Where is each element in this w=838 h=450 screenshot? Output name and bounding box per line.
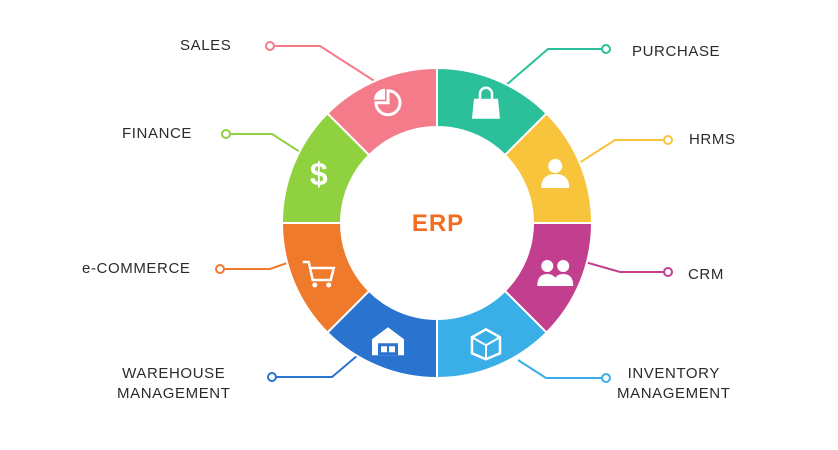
module-label-inventory: INVENTORY MANAGEMENT — [617, 365, 731, 402]
connector-sales — [270, 45, 377, 83]
box-icon — [470, 327, 502, 361]
connector-dot-warehouse — [267, 372, 277, 382]
center-hub — [341, 127, 533, 319]
module-label-finance: FINANCE — [122, 125, 193, 142]
center-title: ERP — [411, 210, 465, 237]
module-icons: $ — [302, 86, 574, 361]
puzzle-knob — [509, 314, 532, 337]
puzzle-knob — [412, 343, 435, 366]
connector-dot-hrms — [663, 135, 673, 145]
dollar-icon: $ — [310, 156, 328, 192]
svg-text:$: $ — [310, 156, 328, 192]
puzzle-knob — [323, 295, 346, 318]
pie-chart-icon — [374, 88, 402, 117]
connector-warehouse — [272, 354, 359, 378]
people-icon — [537, 259, 574, 286]
connector-inventory — [517, 359, 606, 379]
connector-hrms — [564, 139, 668, 173]
puzzle-knob — [344, 110, 367, 133]
person-icon — [541, 159, 570, 189]
puzzle-knob — [302, 199, 325, 222]
module-label-sales: SALES — [180, 37, 232, 54]
puzzle-knob — [438, 94, 461, 117]
connector-lines — [215, 41, 673, 383]
connector-purchase — [504, 48, 606, 87]
connector-dot-ecommerce — [215, 264, 225, 274]
module-label-purchase: PURCHASE — [632, 43, 721, 60]
module-label-hrms: HRMS — [689, 131, 736, 148]
connector-ecommerce — [220, 261, 291, 270]
module-label-ecommerce: e-COMMERCE — [82, 260, 191, 277]
shopping-cart-icon — [302, 260, 336, 288]
puzzle-knob — [525, 131, 548, 154]
module-label-warehouse: WAREHOUSE MANAGEMENT — [117, 365, 231, 402]
connector-finance — [226, 133, 301, 153]
connector-dot-inventory — [601, 373, 611, 383]
connector-dot-crm — [663, 267, 673, 277]
puzzle-knob — [547, 224, 570, 247]
connector-crm — [584, 261, 668, 273]
shopping-bag-icon — [471, 86, 500, 119]
connector-dot-finance — [221, 129, 231, 139]
connector-dot-sales — [265, 41, 275, 51]
module-label-crm: CRM — [688, 266, 724, 283]
connector-dot-purchase — [601, 44, 611, 54]
warehouse-icon — [372, 327, 405, 356]
